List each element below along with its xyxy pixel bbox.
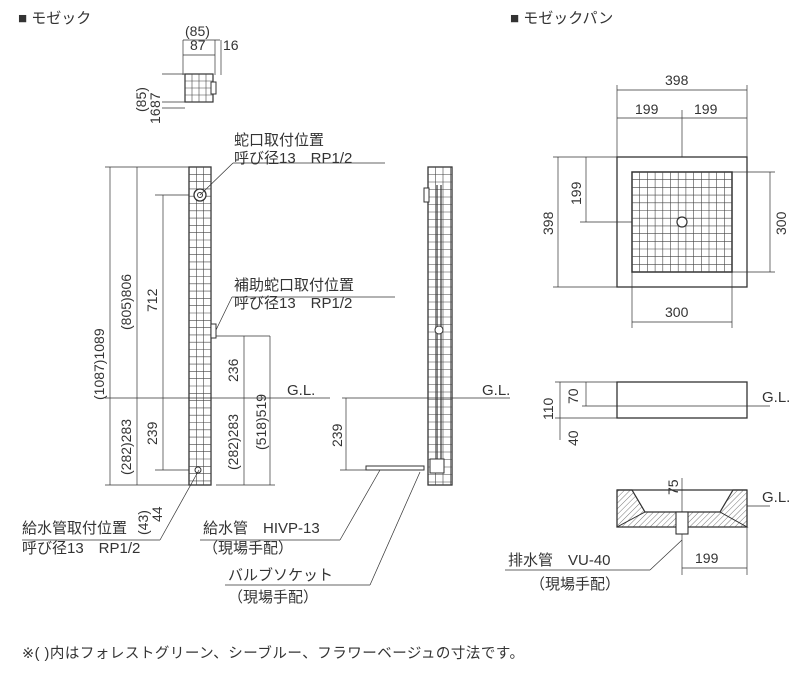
faucet-spec-label: 呼び径13 RP1/2 <box>234 150 352 167</box>
dim-16: 16 <box>223 37 239 53</box>
supply-pipe-note: （現場手配） <box>203 540 293 557</box>
dim-lower-height: (282)283 <box>118 419 134 475</box>
dim-283-right: (282)283 <box>225 414 241 470</box>
section-title-mosaic-pan: ■ モゼックパン <box>510 10 613 27</box>
gl-label-left: G.L. <box>287 382 315 399</box>
supply-pipe-mount-icon <box>194 466 202 474</box>
column-side-view <box>365 166 453 486</box>
dim-side-87: 87 <box>147 92 163 108</box>
dim-side-16: 16 <box>147 108 163 124</box>
supply-position-label: 給水管取付位置 <box>22 520 127 537</box>
valve-socket-label: バルブソケット <box>228 566 333 584</box>
pan-gl-label-1: G.L. <box>762 389 790 406</box>
pan-dim-75: 75 <box>665 479 681 495</box>
aux-faucet-mount-icon <box>210 323 217 339</box>
pan-dim-199-b: 199 <box>694 101 718 117</box>
pan-top-view <box>616 156 748 288</box>
drain-icon <box>676 216 688 228</box>
aux-faucet-spec-label: 呼び径13 RP1/2 <box>234 295 352 312</box>
drain-pipe-label: 排水管 VU-40 <box>508 552 611 569</box>
dim-upper-height: (805)806 <box>118 274 134 330</box>
dim-44: 44 <box>149 506 165 522</box>
faucet-position-label: 蛇口取付位置 <box>234 132 324 149</box>
pan-dim-300-side: 300 <box>773 211 789 235</box>
dim-712: 712 <box>144 288 160 312</box>
dim-519: (518)519 <box>253 394 269 450</box>
column-front-view <box>188 166 217 486</box>
pan-side-box <box>616 381 748 419</box>
dim-239-side: 239 <box>329 423 345 447</box>
pan-dim-199-a: 199 <box>635 101 659 117</box>
dim-87: 87 <box>190 37 206 53</box>
dim-85: (85) <box>185 23 210 39</box>
pan-dim-300-bottom: 300 <box>665 304 689 320</box>
pan-dim-70: 70 <box>565 388 581 404</box>
drain-pipe-icon <box>675 511 689 535</box>
supply-spec-label: 呼び径13 RP1/2 <box>22 540 140 557</box>
supply-pipe-icon <box>365 465 425 471</box>
supply-pipe-label: 給水管 HIVP-13 <box>203 520 320 537</box>
footnote: ※( )内はフォレストグリーン、シーブルー、フラワーベージュの寸法です。 <box>22 646 525 662</box>
top-view: (85) 87 16 (85) 87 16 <box>133 23 239 124</box>
dim-43: (43) <box>135 510 151 535</box>
dim-total-height: (1087)1089 <box>91 328 107 400</box>
pan-gl-label-2: G.L. <box>762 489 790 506</box>
pan-dim-110: 110 <box>540 397 556 420</box>
valve-socket-note: （現場手配） <box>228 589 318 606</box>
drain-pipe-note: （現場手配） <box>530 576 620 593</box>
pan-dim-199-drain: 199 <box>695 550 719 566</box>
pan-dim-40: 40 <box>565 430 581 446</box>
gl-label-right: G.L. <box>482 382 510 399</box>
dim-239: 239 <box>144 421 160 445</box>
side-column-body <box>427 166 453 486</box>
aux-faucet-position-label: 補助蛇口取付位置 <box>234 277 354 294</box>
pan-dim-398-top: 398 <box>665 72 689 88</box>
section-title-mosaic: ■ モゼック <box>18 10 91 27</box>
pan-dim-199-side: 199 <box>568 181 584 205</box>
dim-236: 236 <box>225 358 241 382</box>
pan-dim-398-side: 398 <box>540 211 556 235</box>
dim-side-85: (85) <box>133 87 149 112</box>
